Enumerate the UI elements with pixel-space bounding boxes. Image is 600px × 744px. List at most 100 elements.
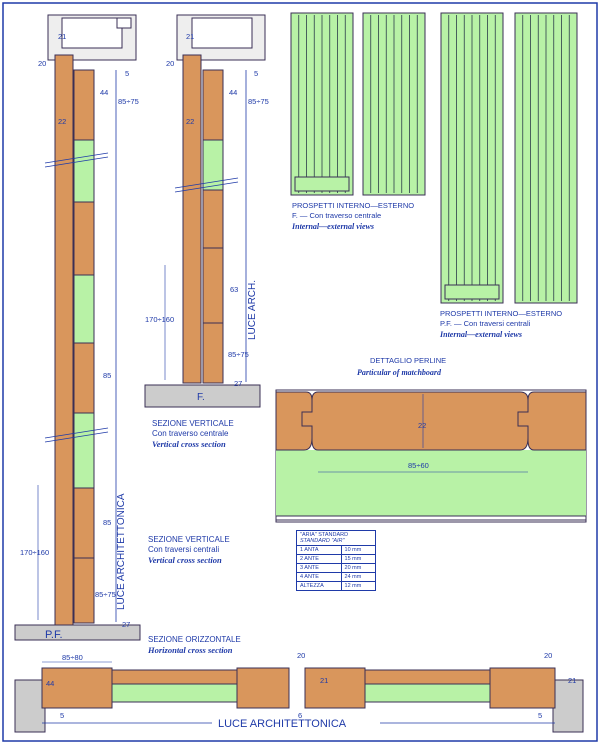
table-cell-label: 4 ANTE [296, 572, 342, 582]
elevation-pf-internal [440, 12, 504, 304]
caption-dettaglio-2: Particular of matchboard [357, 368, 442, 377]
frame-detail [116, 17, 132, 29]
break-mark [174, 177, 239, 189]
table-row: 2 ANTE 15 mm [296, 554, 377, 564]
vertical-section-f: F. LUCE ARCH. 170÷160 21 20 44 22 85÷75 … [144, 14, 269, 408]
dim-63-mid: 63 [230, 285, 238, 294]
caption-sez-oriz-2: Horizontal cross section [147, 645, 233, 655]
dim-22-mid: 22 [186, 117, 194, 126]
rail-left-leaf [111, 669, 238, 685]
dim-85-left-mid: 85 [103, 371, 111, 380]
dim-20-bottom-mid: 20 [297, 651, 305, 660]
break-mark [44, 427, 109, 439]
dim-44-mid: 44 [229, 88, 237, 97]
dim-22-detail: 22 [418, 421, 426, 430]
table-cell-value: 10 mm [340, 545, 377, 555]
panel-segment [73, 342, 95, 414]
luce-architettonica-vertical: LUCE ARCHITETTONICA [116, 493, 127, 610]
table-cell-value: 20 mm [340, 563, 377, 573]
matchboard-right [517, 391, 587, 451]
floor-left [14, 624, 141, 641]
dim-27-mid: 27 [234, 379, 242, 388]
glass-segment [73, 274, 95, 344]
caption-sez-vert-mid-2: Con traverso centrale [152, 429, 229, 438]
caption-sez-vert-mid-3: Vertical cross section [152, 439, 226, 449]
glass-left-leaf [111, 683, 238, 703]
caption-sez-vert-3: Vertical cross section [148, 555, 222, 565]
glass-segment [73, 412, 95, 489]
caption-sez-vert-1: SEZIONE VERTICALE [148, 535, 230, 544]
glass-right-leaf [364, 683, 491, 703]
dim-85-75-left-top: 85÷75 [118, 97, 139, 106]
stile-right-leaf [304, 667, 366, 709]
frame-profile-top-mid [191, 17, 253, 49]
dim-20-bottom-right: 20 [544, 651, 552, 660]
panel-segment [73, 487, 95, 559]
outer-leaf-section [54, 54, 74, 626]
dim-85-75-mid-bottom: 85÷75 [228, 350, 249, 359]
elevation-f-external [362, 12, 426, 196]
panel-segment [202, 69, 224, 141]
door-bottom-rail [294, 176, 350, 192]
dim-170-160-left: 170÷160 [20, 548, 49, 557]
outer-leaf-section-mid [182, 54, 202, 384]
jamb-left [41, 667, 113, 709]
dim-170-160-mid: 170÷160 [145, 315, 174, 324]
luce-architettonica-horizontal: LUCE ARCHITETTONICA [218, 718, 347, 730]
glass-segment [202, 139, 224, 191]
dim-85-75-left-bottom: 85÷75 [95, 590, 116, 599]
horizontal-section: LUCE ARCHITETTONICA 85÷80 44 20 21 20 21… [14, 651, 584, 733]
caption-sez-oriz-1: SEZIONE ORIZZONTALE [148, 635, 241, 644]
panel-segment [73, 557, 95, 624]
dim-20-left: 20 [38, 59, 46, 68]
door-bottom-rail [444, 284, 500, 300]
table-header: "ARIA" STANDARD STANDARD "AIR" [296, 530, 376, 546]
dim-44-bottom: 44 [46, 679, 54, 688]
vertical-section-pf: P.F. LUCE ARCHITETTONICA 170÷160 21 20 4… [14, 14, 141, 641]
dim-85-80-bottom: 85÷80 [62, 653, 83, 662]
dim-21-left: 21 [58, 32, 66, 41]
pf-floor-label: P.F. [45, 629, 63, 641]
break-mark [44, 431, 109, 443]
dim-21-mid: 21 [186, 32, 194, 41]
glass-segment [73, 139, 95, 203]
dim-27-left: 27 [122, 620, 130, 629]
stile-left-leaf [236, 667, 290, 709]
air-standard-table: "ARIA" STANDARD STANDARD "AIR" 1 ANTA 10… [296, 530, 377, 591]
caption-prospetti-f-2: F. — Con traverso centrale [292, 211, 381, 220]
wall-left-bottom [14, 679, 46, 733]
rail-right-leaf [364, 669, 491, 685]
table-cell-label: 1 ANTA [296, 545, 342, 555]
f-floor-label: F. [197, 392, 205, 403]
dim-5-left: 5 [125, 69, 129, 78]
detail-glass-band [276, 450, 586, 516]
table-cell-value: 24 mm [340, 572, 377, 582]
matchboard-detail: 22 85÷60 [275, 389, 587, 523]
dim-5-bottom-right: 5 [538, 711, 542, 720]
dim-5-mid: 5 [254, 69, 258, 78]
matchboard-center [301, 391, 529, 451]
dim-6-bottom: 6 [298, 711, 302, 720]
dim-21-bottom-mid: 21 [320, 676, 328, 685]
panel-segment [73, 201, 95, 276]
break-mark [44, 152, 109, 164]
panel-segment [73, 69, 95, 141]
wall-right-bottom [552, 679, 584, 733]
dim-44-left: 44 [100, 88, 108, 97]
table-cell-value: 12 mm [340, 581, 377, 591]
elevation-f-internal [290, 12, 354, 196]
panel-segment [202, 247, 224, 324]
caption-dettaglio-1: DETTAGLIO PERLINE [370, 356, 446, 365]
table-row: 1 ANTA 10 mm [296, 545, 377, 555]
table-row: ALTEZZA 12 mm [296, 581, 377, 591]
table-row: 3 ANTE 20 mm [296, 563, 377, 573]
table-cell-value: 15 mm [340, 554, 377, 564]
dim-85-60-detail: 85÷60 [408, 461, 429, 470]
caption-prospetti-pf-2: P.F. — Con traversi centrali [440, 319, 531, 328]
panel-segment [202, 322, 224, 384]
caption-prospetti-f-1: PROSPETTI INTERNO—ESTERNO [292, 201, 414, 210]
caption-prospetti-pf-1: PROSPETTI INTERNO—ESTERNO [440, 309, 562, 318]
